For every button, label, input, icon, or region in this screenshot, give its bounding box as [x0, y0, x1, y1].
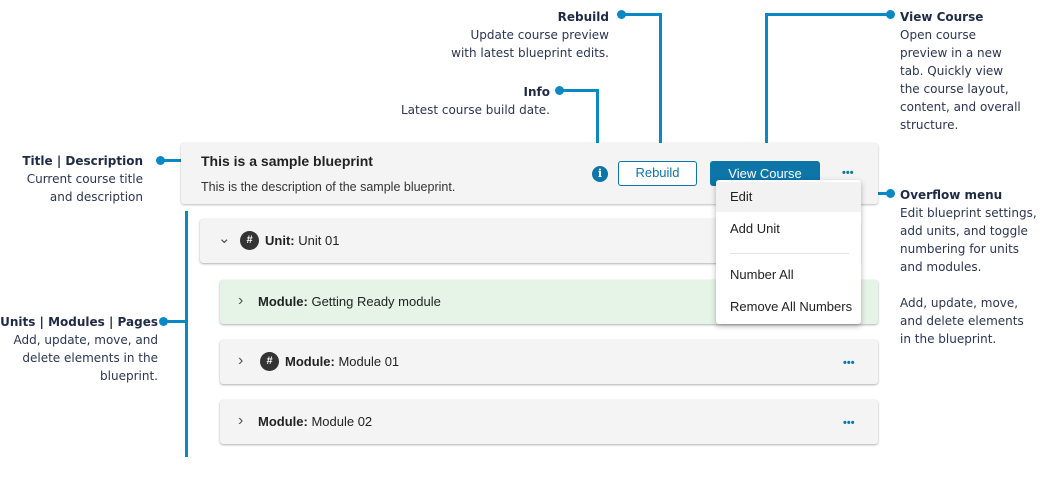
connector-line	[163, 320, 187, 323]
chevron-down-icon[interactable]: ⌄	[218, 230, 231, 247]
module-name: Module 01	[338, 354, 400, 369]
callout-units-modules-pages: Units | Modules | Pages Add, update, mov…	[0, 313, 158, 385]
callout-units-modules-pages-line: delete elements in the	[22, 351, 158, 365]
unit-type-label: Unit:	[265, 233, 295, 248]
callout-rebuild-title: Rebuild	[557, 10, 609, 24]
more-options-icon[interactable]: •••	[843, 417, 855, 429]
module-label: Module: Module 01	[285, 354, 399, 369]
callout-view-course: View Course Open course preview in a new…	[900, 8, 1049, 134]
callout-view-course-line: structure.	[900, 118, 959, 132]
unit-name: Unit 01	[298, 233, 340, 248]
callout-title-description-title: Title | Description	[22, 154, 143, 168]
blueprint-title: This is a sample blueprint	[201, 153, 373, 169]
blueprint-description: This is the description of the sample bl…	[201, 180, 456, 194]
module-name: Getting Ready module	[311, 294, 441, 309]
callout-view-course-line: the course layout,	[900, 82, 1009, 96]
chevron-right-icon[interactable]: ›	[238, 292, 244, 309]
callout-overflow-menu-line: in the blueprint.	[900, 332, 997, 346]
module-row[interactable]: › # Module: Module 01 •••	[220, 340, 878, 384]
callout-overflow-menu-title: Overflow menu	[900, 188, 1003, 202]
callout-view-course-line: content, and overall	[900, 100, 1021, 114]
callout-units-modules-pages-line: blueprint.	[100, 369, 158, 383]
callout-overflow-menu: Overflow menu Edit blueprint settings, a…	[900, 186, 1049, 348]
connector-line	[559, 89, 599, 92]
info-icon[interactable]: i	[592, 166, 608, 182]
module-label: Module: Getting Ready module	[258, 294, 441, 309]
menu-divider	[730, 253, 849, 254]
number-badge-icon: #	[240, 231, 259, 250]
callout-title-description-line: and description	[49, 190, 143, 204]
number-badge-icon: #	[260, 352, 279, 371]
module-type-label: Module:	[258, 294, 308, 309]
menu-item-edit[interactable]: Edit	[716, 182, 861, 212]
callout-rebuild-line: Update course preview	[470, 28, 609, 42]
callout-rebuild: Rebuild Update course preview with lates…	[409, 8, 609, 62]
connector-line	[185, 211, 188, 457]
unit-label: Unit: Unit 01	[265, 233, 339, 248]
callout-info: Info Latest course build date.	[350, 83, 550, 119]
menu-item-number-all[interactable]: Number All	[730, 267, 794, 282]
callout-units-modules-pages-line: Add, update, move, and	[13, 333, 159, 347]
connector-line	[659, 13, 662, 156]
chevron-right-icon[interactable]: ›	[238, 352, 244, 369]
connector-line	[621, 13, 662, 16]
module-name: Module 02	[311, 414, 373, 429]
module-type-label: Module:	[285, 354, 335, 369]
more-options-icon[interactable]: •••	[843, 357, 855, 369]
callout-view-course-line: tab. Quickly view	[900, 64, 1004, 78]
callout-view-course-line: preview in a new	[900, 46, 1002, 60]
module-label: Module: Module 02	[258, 414, 372, 429]
callout-overflow-menu-line: add units, and toggle	[900, 224, 1028, 238]
module-type-label: Module:	[258, 414, 308, 429]
callout-view-course-title: View Course	[900, 10, 984, 24]
menu-item-remove-all-numbers[interactable]: Remove All Numbers	[730, 299, 853, 314]
callout-overflow-menu-line: and delete elements	[900, 314, 1024, 328]
menu-item-add-unit[interactable]: Add Unit	[730, 221, 780, 236]
callout-dot	[886, 189, 895, 198]
rebuild-button[interactable]: Rebuild	[618, 161, 697, 186]
callout-overflow-menu-line: numbering for units	[900, 242, 1020, 256]
callout-info-line: Latest course build date.	[400, 103, 550, 117]
callout-units-modules-pages-title: Units | Modules | Pages	[0, 315, 158, 329]
callout-rebuild-line: with latest blueprint edits.	[451, 46, 609, 60]
chevron-right-icon[interactable]: ›	[238, 412, 244, 429]
connector-line	[160, 159, 182, 162]
callout-overflow-menu-line: Add, update, move,	[900, 296, 1019, 310]
callout-dot	[886, 10, 895, 19]
callout-overflow-menu-line: Edit blueprint settings,	[900, 206, 1037, 220]
module-row[interactable]: › Module: Module 02 •••	[220, 400, 878, 444]
callout-title-description-line: Current course title	[26, 172, 143, 186]
callout-title-description: Title | Description Current course title…	[0, 152, 143, 206]
callout-info-title: Info	[523, 85, 550, 99]
more-options-icon[interactable]: •••	[842, 167, 854, 179]
callout-overflow-menu-line: and modules.	[900, 260, 982, 274]
overflow-menu: Edit Add Unit Number All Remove All Numb…	[716, 180, 861, 324]
connector-line	[596, 89, 599, 159]
callout-overflow-menu-line	[900, 276, 1049, 294]
callout-view-course-line: Open course	[900, 28, 976, 42]
connector-line	[765, 13, 888, 16]
connector-line	[765, 13, 768, 154]
